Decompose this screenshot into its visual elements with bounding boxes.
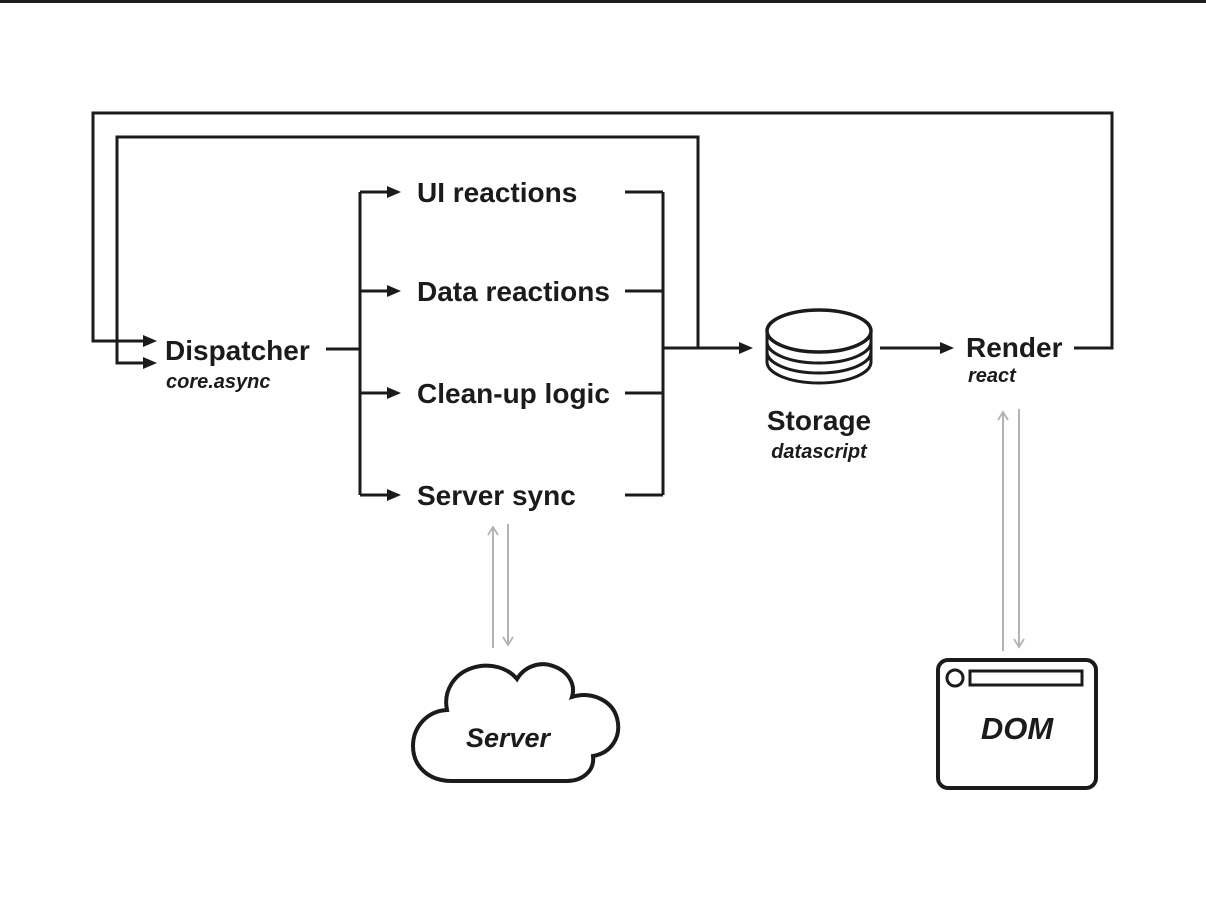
ui-reactions-label: UI reactions xyxy=(417,177,578,208)
feedback-loop-reactions-to-dispatcher-arrow xyxy=(115,135,700,369)
reactions-merge-bracket xyxy=(625,190,665,497)
render-sublabel: react xyxy=(968,365,1016,387)
server-label: Server xyxy=(465,723,551,753)
storage-label: Storage xyxy=(766,405,872,436)
dom-label: DOM xyxy=(980,711,1054,746)
database-cylinder-icon xyxy=(765,308,873,385)
storage-sublabel: datascript xyxy=(771,441,867,463)
dispatcher-fanout-connector xyxy=(326,186,401,501)
browser-window-icon xyxy=(936,658,1098,790)
feedback-loop-render-to-dispatcher-arrow xyxy=(91,111,1114,350)
cleanup-logic-label: Clean-up logic xyxy=(417,378,610,409)
dispatcher-label: Dispatcher xyxy=(165,335,310,366)
render-label: Render xyxy=(966,332,1063,363)
cloud-icon xyxy=(410,662,621,783)
dispatcher-sublabel: core.async xyxy=(166,371,271,393)
server-sync-label: Server sync xyxy=(417,480,576,511)
top-border-line xyxy=(0,0,1206,3)
data-reactions-label: Data reactions xyxy=(417,276,610,307)
